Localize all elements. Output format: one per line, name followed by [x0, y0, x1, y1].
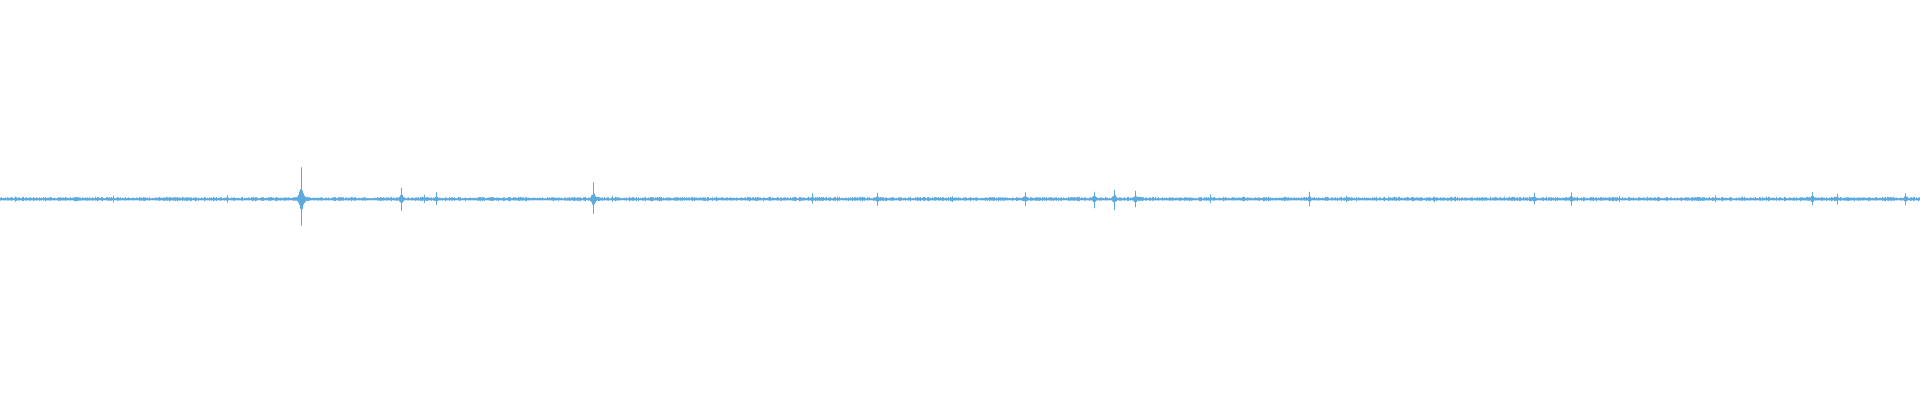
waveform-trace — [0, 167, 1920, 226]
